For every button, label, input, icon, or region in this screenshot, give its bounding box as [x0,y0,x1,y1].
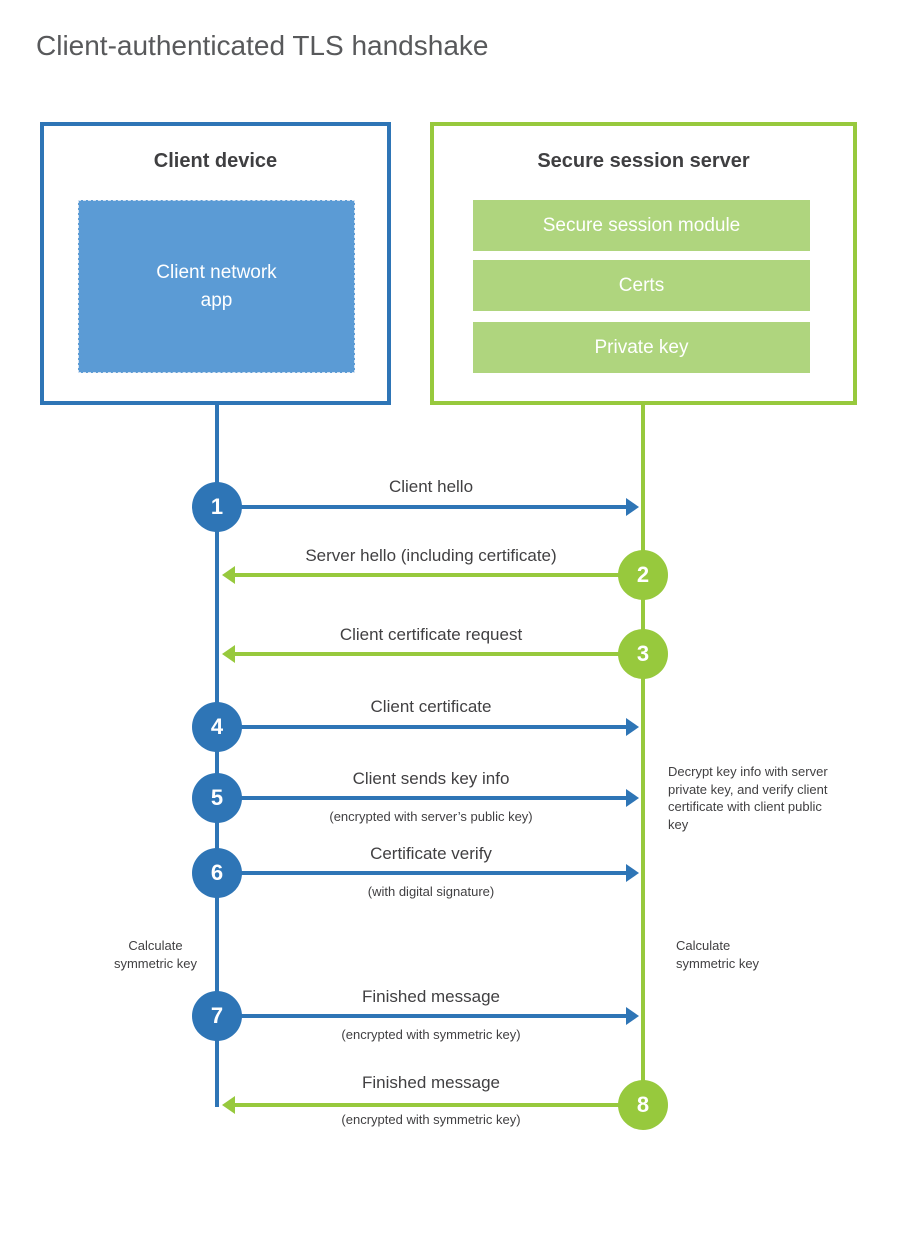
step-1-badge: 1 [192,482,242,532]
step-4-label: Client certificate [370,697,492,716]
secure-session-server-box: Secure session server Secure session mod… [430,122,857,405]
step-7-arrow-right [240,1007,639,1025]
step-5-sublabel: (encrypted with server’s public key) [329,809,533,824]
server-module-secure-session: Secure session module [473,200,810,251]
client-network-app-box: Client network app [78,200,355,373]
step-2-arrow-left [222,566,620,584]
step-4-badge: 4 [192,702,242,752]
page-title: Client-authenticated TLS handshake [36,30,489,61]
step-8-label: Finished message [362,1073,500,1092]
step-1-arrow-right [240,498,639,516]
client-device-title: Client device [153,150,278,172]
step-3-badge: 3 [618,629,668,679]
calculate-symmetric-key-right-note: Calculate symmetric key [676,938,760,971]
server-module-private-key: Private key [473,322,810,373]
step-5-arrow-right [240,789,639,807]
step-7-sublabel: (encrypted with symmetric key) [341,1027,521,1042]
secure-session-server-title: Secure session server [537,150,750,172]
step-6-label: Certificate verify [370,844,492,863]
server-module-certs: Certs [473,260,810,311]
step-2-badge: 2 [618,550,668,600]
step-5-label: Client sends key info [352,769,510,788]
step-7-badge: 7 [192,991,242,1041]
server-lifeline [641,405,645,1082]
step-2-label: Server hello (including certificate) [305,546,557,565]
step-5-badge: 5 [192,773,242,823]
step-1-label: Client hello [388,477,474,496]
client-lifeline [215,405,219,1107]
step-6-sublabel: (with digital signature) [367,884,495,899]
step-8-arrow-left [222,1096,620,1114]
calculate-symmetric-key-left-note: Calculate symmetric key [113,938,198,971]
decrypt-key-note: Decrypt key info with server private key… [668,764,828,832]
step-6-arrow-right [240,864,639,882]
step-6-badge: 6 [192,848,242,898]
step-8-sublabel: (encrypted with symmetric key) [341,1112,521,1127]
step-7-label: Finished message [362,987,500,1006]
step-8-badge: 8 [618,1080,668,1130]
step-4-arrow-right [240,718,639,736]
step-3-label: Client certificate request [339,625,523,644]
step-3-arrow-left [222,645,620,663]
client-device-box: Client device Client network app [40,122,391,405]
